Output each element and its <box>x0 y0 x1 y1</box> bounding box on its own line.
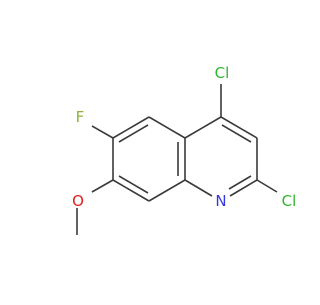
bond-c2-cl <box>256 179 278 193</box>
bond-n-c8a <box>184 179 213 197</box>
structure-canvas: Cl Cl F N O <box>72 64 297 235</box>
atom-label-nitrogen: N <box>215 192 226 210</box>
atom-label-oxygen: O <box>72 192 84 210</box>
molecule-diagram: Cl Cl F N O <box>72 64 297 235</box>
bond-c5-c6 <box>112 116 150 139</box>
bond-c4-c3 <box>220 116 258 139</box>
bond-c4a-c5 <box>148 116 186 139</box>
bond-c6-f <box>91 125 114 139</box>
atom-label-fluorine: F <box>76 108 85 126</box>
bond-c7-c8 <box>112 179 150 202</box>
bond-c5-c6-inner <box>118 124 149 143</box>
bond-c8-c8a <box>148 179 186 202</box>
atom-label-cl-top: Cl <box>215 64 230 82</box>
bond-c7-o <box>91 179 114 193</box>
bond-c2-n-inner <box>228 175 252 190</box>
bond-c4a-c4 <box>184 116 222 139</box>
bond-c4-c3-inner <box>221 124 252 143</box>
atom-label-cl-right: Cl <box>282 192 297 210</box>
substituent-bonds <box>76 84 278 235</box>
bond-c2-n <box>229 179 258 197</box>
pyridine-ring <box>184 116 258 197</box>
bond-c7-c8-inner <box>118 175 149 194</box>
benzene-ring <box>112 116 186 202</box>
